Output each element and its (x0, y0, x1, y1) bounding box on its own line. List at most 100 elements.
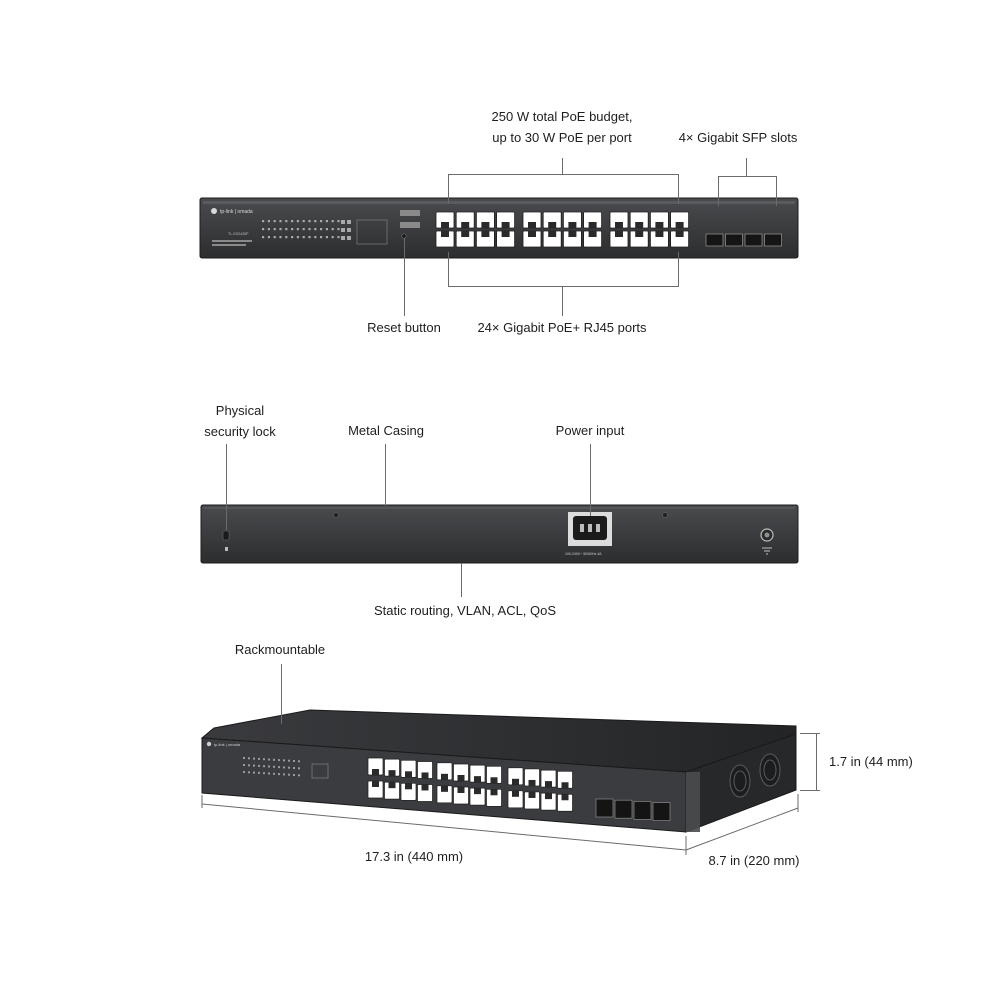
led-dot (278, 766, 280, 769)
features-leader-line (461, 563, 462, 597)
rj45-port-latch (372, 769, 379, 775)
led-dot (347, 236, 351, 240)
sfp-bracket-line (718, 176, 776, 177)
sfp-slot (652, 802, 671, 821)
rj45-port-latch (615, 222, 623, 228)
led-dot (288, 759, 290, 762)
rj45-port-latch (501, 222, 510, 228)
led-dot (268, 772, 270, 775)
led-dot (262, 236, 265, 239)
rj45-port-latch (512, 778, 519, 785)
rj45-port-latch (675, 231, 684, 237)
led-dot (291, 236, 294, 239)
fan-vent-icon (729, 753, 781, 798)
rj45-port-latch (615, 231, 623, 237)
rj45-port-latch (457, 786, 465, 793)
led-dot (279, 228, 282, 231)
sfp-slot-block (705, 233, 782, 247)
perspective-rj45-ports (367, 757, 573, 812)
led-dot (273, 765, 275, 768)
led-dot (283, 759, 285, 762)
rackmountable-label: Rackmountable (234, 642, 326, 657)
sfp-slot (744, 233, 763, 247)
sfp-slot (764, 233, 782, 247)
rj45-bracket-left (448, 252, 449, 286)
rj45-port-latch (461, 231, 470, 237)
rj45-port-latch (655, 222, 664, 228)
led-dot (262, 220, 265, 223)
rj45-port-latch (588, 222, 597, 228)
poe-budget-label: 250 W total PoE budget, up to 30 W PoE p… (492, 106, 633, 148)
led-dot (298, 767, 300, 770)
reset-leader-line (404, 238, 405, 316)
rj45-port-latch (545, 781, 552, 788)
security-lock-slot-icon (222, 530, 230, 541)
led-dot (283, 766, 285, 769)
sfp-slot (725, 233, 743, 247)
led-dot (258, 757, 260, 760)
led-dot (263, 765, 265, 768)
sfp-slot (595, 798, 614, 818)
led-dot (243, 764, 245, 766)
led-dot (347, 228, 351, 232)
rj45-port-latch (635, 231, 644, 237)
led-dot (253, 757, 255, 760)
led-dot (302, 228, 305, 231)
led-dot (331, 220, 334, 223)
rj45-port-latch (548, 222, 557, 228)
poe-bracket-left (448, 174, 449, 204)
rj45-port-latch (481, 231, 490, 237)
led-dot (253, 764, 255, 767)
led-dot (293, 774, 295, 776)
led-dot (291, 228, 294, 231)
led-dot (283, 773, 285, 776)
rj45-ports-label: 24× Gigabit PoE+ RJ45 ports (477, 320, 647, 335)
led-dot (314, 220, 317, 223)
led-indicator-panel (262, 220, 351, 240)
led-dot (341, 228, 345, 232)
security-lock-label: Physical security lock (204, 400, 276, 442)
led-dot (325, 220, 328, 223)
poe-bracket-right (678, 174, 679, 204)
rj45-port-latch (528, 779, 536, 786)
rj45-port-latch (588, 231, 597, 237)
rj45-port-latch (528, 791, 536, 798)
brand-mark: tp-link | omada (220, 209, 253, 215)
poe-budget-line1: 250 W total PoE budget, (491, 109, 633, 124)
led-dot (278, 773, 280, 776)
led-dot (268, 758, 270, 761)
perspective-brand-mark: tp-link | omada (214, 742, 241, 747)
perspective-device: tp-link omada tp-link | omada (200, 709, 797, 833)
sfp-slot (633, 801, 652, 820)
rj45-port-latch (568, 222, 577, 228)
rj45-port-latch (528, 231, 536, 237)
rj45-port-latch (512, 790, 519, 797)
rj45-port-latch (545, 793, 552, 800)
rj45-port-latch (501, 231, 510, 237)
led-dot (320, 228, 323, 231)
features-label: Static routing, VLAN, ACL, QoS (373, 603, 557, 618)
rj45-port-latch (635, 222, 644, 228)
poe-budget-line2: up to 30 W PoE per port (492, 130, 632, 145)
led-dot (337, 236, 340, 239)
led-dot (296, 236, 299, 239)
sfp-slots-label: 4× Gigabit SFP slots (678, 130, 798, 145)
rj45-port-latch (441, 231, 449, 237)
rj45-port-latch (421, 784, 429, 791)
led-dot (285, 220, 288, 223)
rj45-port-latch (457, 774, 465, 781)
led-dot (258, 764, 260, 767)
led-dot (263, 758, 265, 761)
led-dot (325, 236, 328, 239)
rj45-port-latch (528, 222, 536, 228)
led-dot (279, 220, 282, 223)
led-dot (267, 228, 270, 231)
led-dot (285, 228, 288, 231)
rj45-port-latch (372, 781, 379, 787)
led-dot (267, 236, 270, 239)
led-dot (331, 236, 334, 239)
led-dot (314, 236, 317, 239)
rj45-port-latch (388, 782, 396, 789)
model-label: TL-SG2428P (228, 232, 249, 236)
